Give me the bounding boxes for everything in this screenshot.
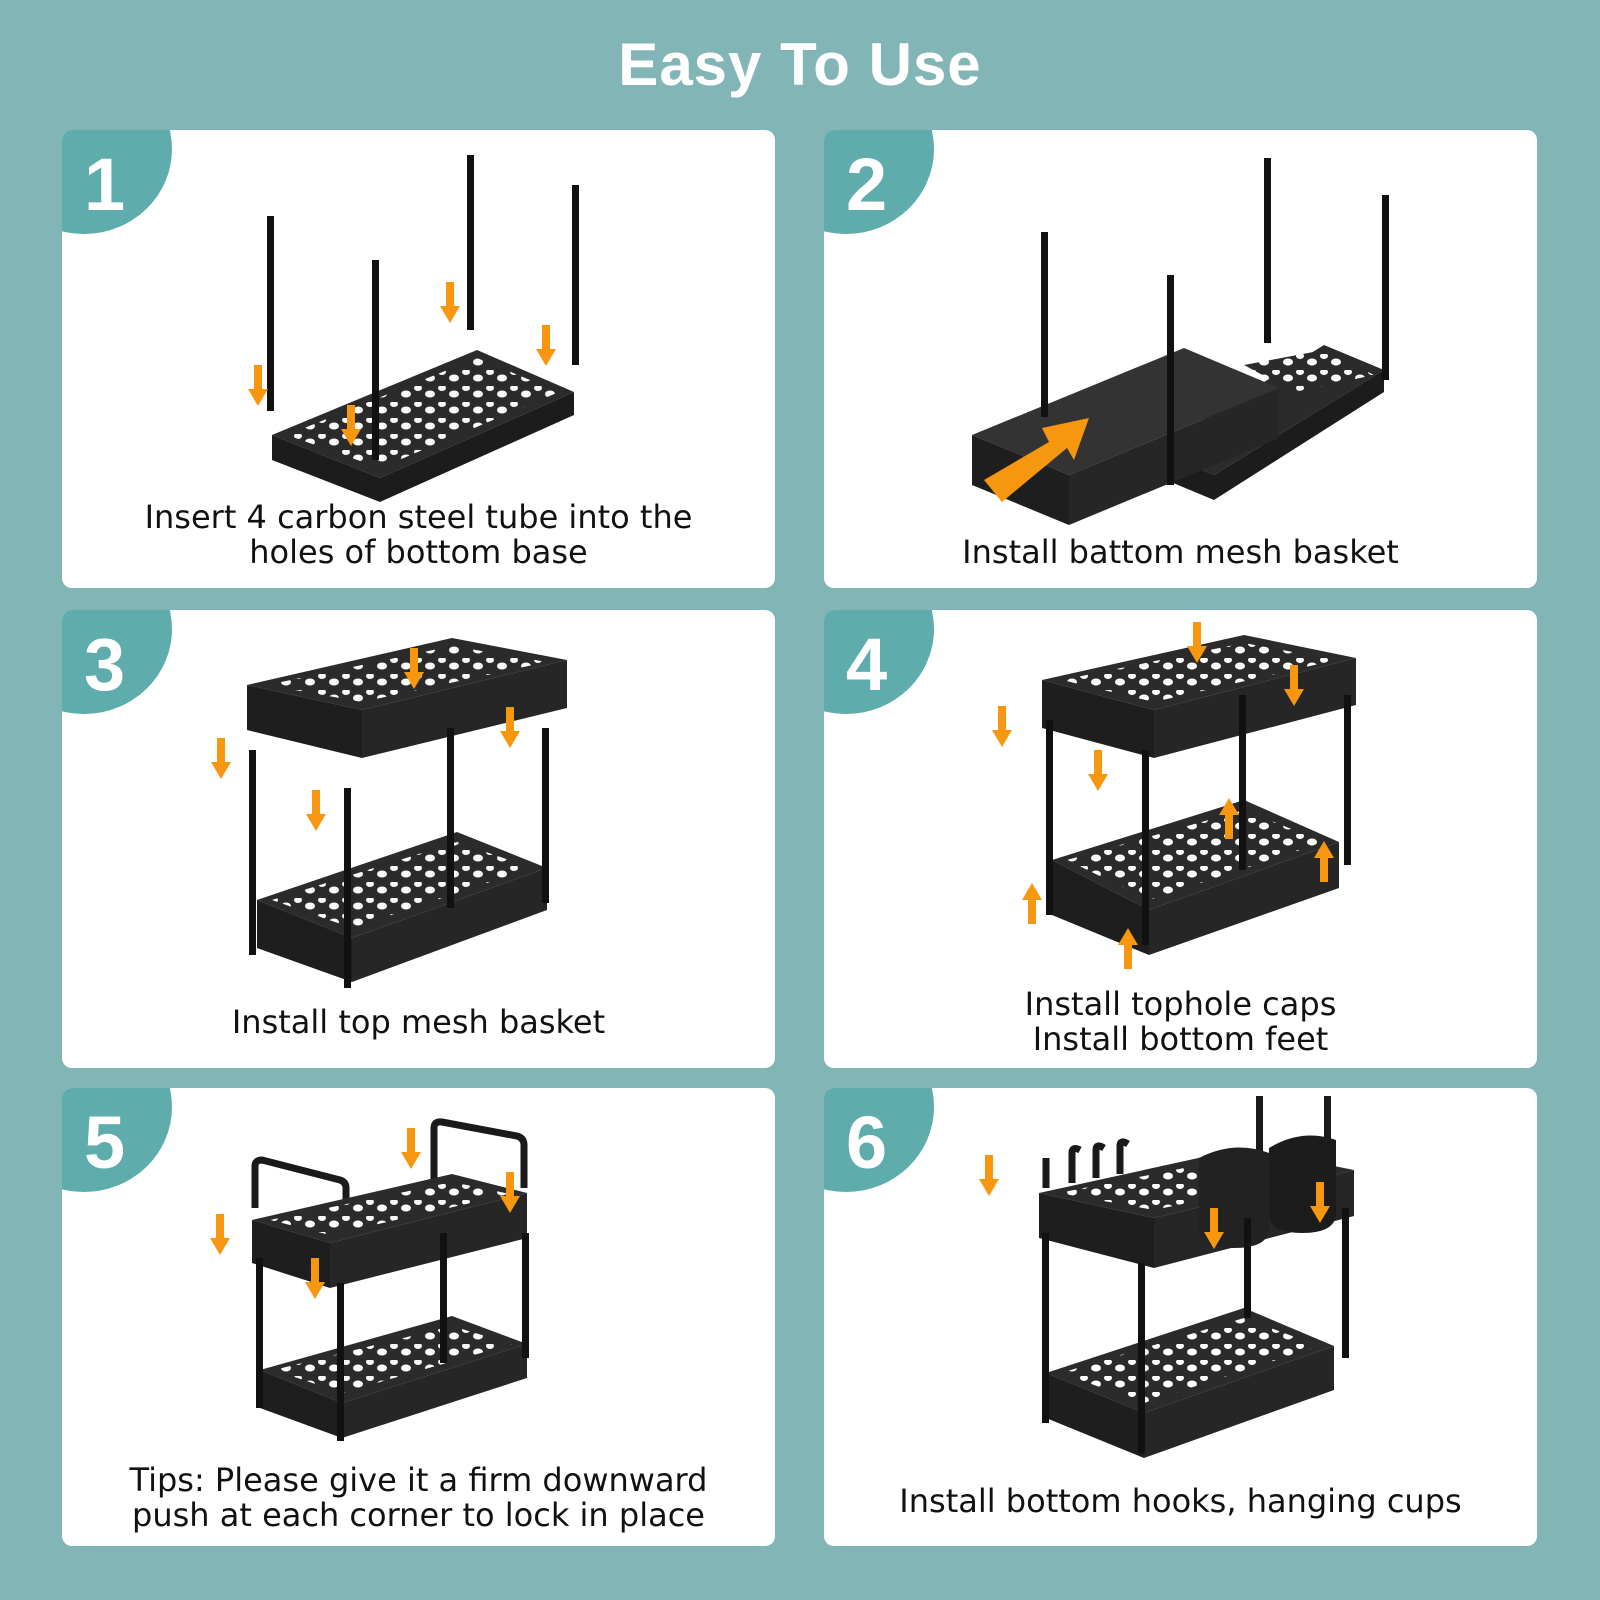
- caption-line: holes of bottom base: [249, 533, 588, 571]
- step-5-illustration: [210, 1118, 529, 1441]
- step-3-illustration: [211, 638, 567, 988]
- arrow-down-icon: [992, 622, 1304, 791]
- caption-line: Tips: Please give it a firm downward: [129, 1461, 708, 1499]
- step-card-6: 6 Install bottom hooks, hanging cups: [824, 1088, 1537, 1546]
- arrow-down-icon: [211, 648, 520, 831]
- step-number-5: 5: [84, 1101, 126, 1184]
- caption-line: push at each corner to lock in place: [132, 1496, 705, 1534]
- arrow-down-icon: [248, 282, 556, 446]
- step-2-illustration: [972, 158, 1389, 525]
- hook-icon: [1042, 1138, 1130, 1188]
- step-number-2: 2: [846, 143, 888, 226]
- step-4-illustration: [992, 622, 1356, 969]
- step-number-4: 4: [846, 623, 888, 706]
- step-caption-1: Insert 4 carbon steel tube into the hole…: [62, 500, 775, 570]
- step-caption-5: Tips: Please give it a firm downward pus…: [62, 1463, 775, 1533]
- step-1-illustration: [248, 155, 579, 502]
- caption-line: Install battom mesh basket: [962, 533, 1399, 571]
- step-card-3: 3 Install top mesh basket: [62, 610, 775, 1068]
- step-card-1: 1 Insert 4 carbon steel tube into the ho…: [62, 130, 775, 588]
- caption-line: Install top mesh basket: [231, 1003, 606, 1041]
- caption-line: Insert 4 carbon steel tube into the: [144, 498, 693, 536]
- arrow-down-icon: [979, 1155, 1330, 1249]
- step-card-5: 5 Tips: Please give it a firm downward p…: [62, 1088, 775, 1546]
- step-6-illustration: [979, 1096, 1354, 1458]
- step-caption-6: Install bottom hooks, hanging cups: [824, 1484, 1537, 1519]
- arrow-down-icon: [210, 1128, 520, 1299]
- step-number-6: 6: [846, 1101, 888, 1184]
- step-caption-2: Install battom mesh basket: [824, 535, 1537, 570]
- step-card-2: 2 Install battom mesh basket: [824, 130, 1537, 588]
- cup-icon: [1269, 1135, 1336, 1233]
- caption-line: Install bottom feet: [1032, 1020, 1329, 1058]
- caption-line: Install tophole caps: [1024, 985, 1337, 1023]
- arrow-up-icon: [1022, 798, 1334, 969]
- page-title: Easy To Use: [618, 31, 982, 98]
- step-card-4: 4 Install tophole caps Install bottom fe…: [824, 610, 1537, 1068]
- arrow-right-icon: [984, 418, 1089, 502]
- step-number-1: 1: [84, 143, 126, 226]
- step-number-3: 3: [84, 623, 126, 706]
- step-caption-4: Install tophole caps Install bottom feet: [824, 987, 1537, 1057]
- caption-line: Install bottom hooks, hanging cups: [899, 1482, 1462, 1520]
- step-caption-3: Install top mesh basket: [62, 1005, 775, 1040]
